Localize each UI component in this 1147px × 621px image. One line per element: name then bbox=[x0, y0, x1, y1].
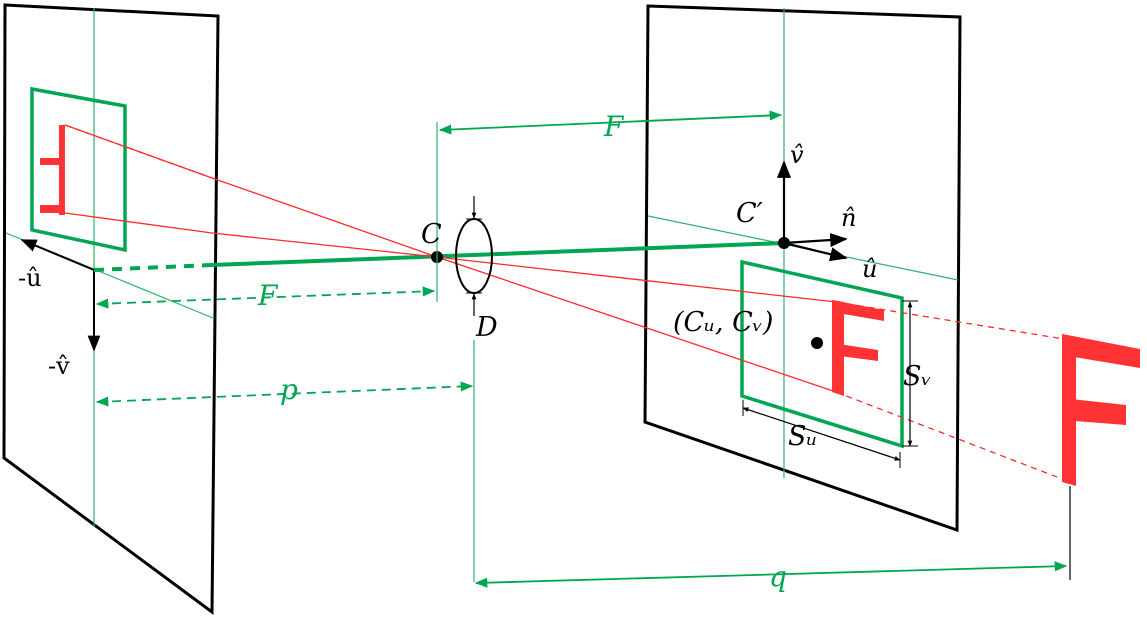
image-center-point bbox=[811, 337, 823, 349]
pinhole-label: C bbox=[421, 219, 442, 250]
focal-length-top-label: F bbox=[603, 110, 625, 143]
inverted-f-image bbox=[40, 125, 65, 215]
aperture-label: D bbox=[475, 312, 498, 343]
v-hat-label: v̂ bbox=[790, 141, 804, 169]
neg-u-hat-arrow bbox=[20, 239, 95, 271]
su-label: Sᵤ bbox=[788, 421, 817, 452]
focal-length-top-arrow bbox=[438, 110, 783, 135]
focal-length-left-arrow bbox=[95, 286, 436, 309]
neg-u-hat-label: -û bbox=[18, 264, 42, 292]
optical-axis-dashed bbox=[93, 263, 213, 272]
q-distance-label: q bbox=[769, 560, 787, 593]
f-object bbox=[1062, 334, 1140, 486]
su-dimension-line bbox=[742, 407, 901, 461]
principal-point-label: C′ bbox=[736, 198, 763, 229]
p-distance-arrow bbox=[95, 381, 474, 407]
n-hat-label: n̂ bbox=[841, 204, 856, 232]
sv-label: Sᵥ bbox=[903, 361, 932, 392]
f-image-right bbox=[832, 300, 884, 396]
left-sensor-rectangle bbox=[30, 86, 127, 253]
neg-v-hat-label: -v̂ bbox=[48, 352, 70, 380]
image-center-label: (Cᵤ, Cᵥ) bbox=[673, 307, 773, 338]
right-image-plane bbox=[643, 4, 962, 533]
q-distance-arrow bbox=[474, 561, 1068, 588]
left-image-plane bbox=[2, 3, 220, 615]
focal-length-left-label: F bbox=[257, 279, 279, 312]
u-hat-label: û bbox=[862, 255, 877, 283]
u-hat-arrow bbox=[783, 241, 848, 262]
p-distance-label: p bbox=[280, 373, 298, 406]
optical-axis bbox=[211, 241, 785, 267]
projection-rays bbox=[64, 124, 1071, 483]
n-hat-arrow bbox=[783, 232, 848, 248]
